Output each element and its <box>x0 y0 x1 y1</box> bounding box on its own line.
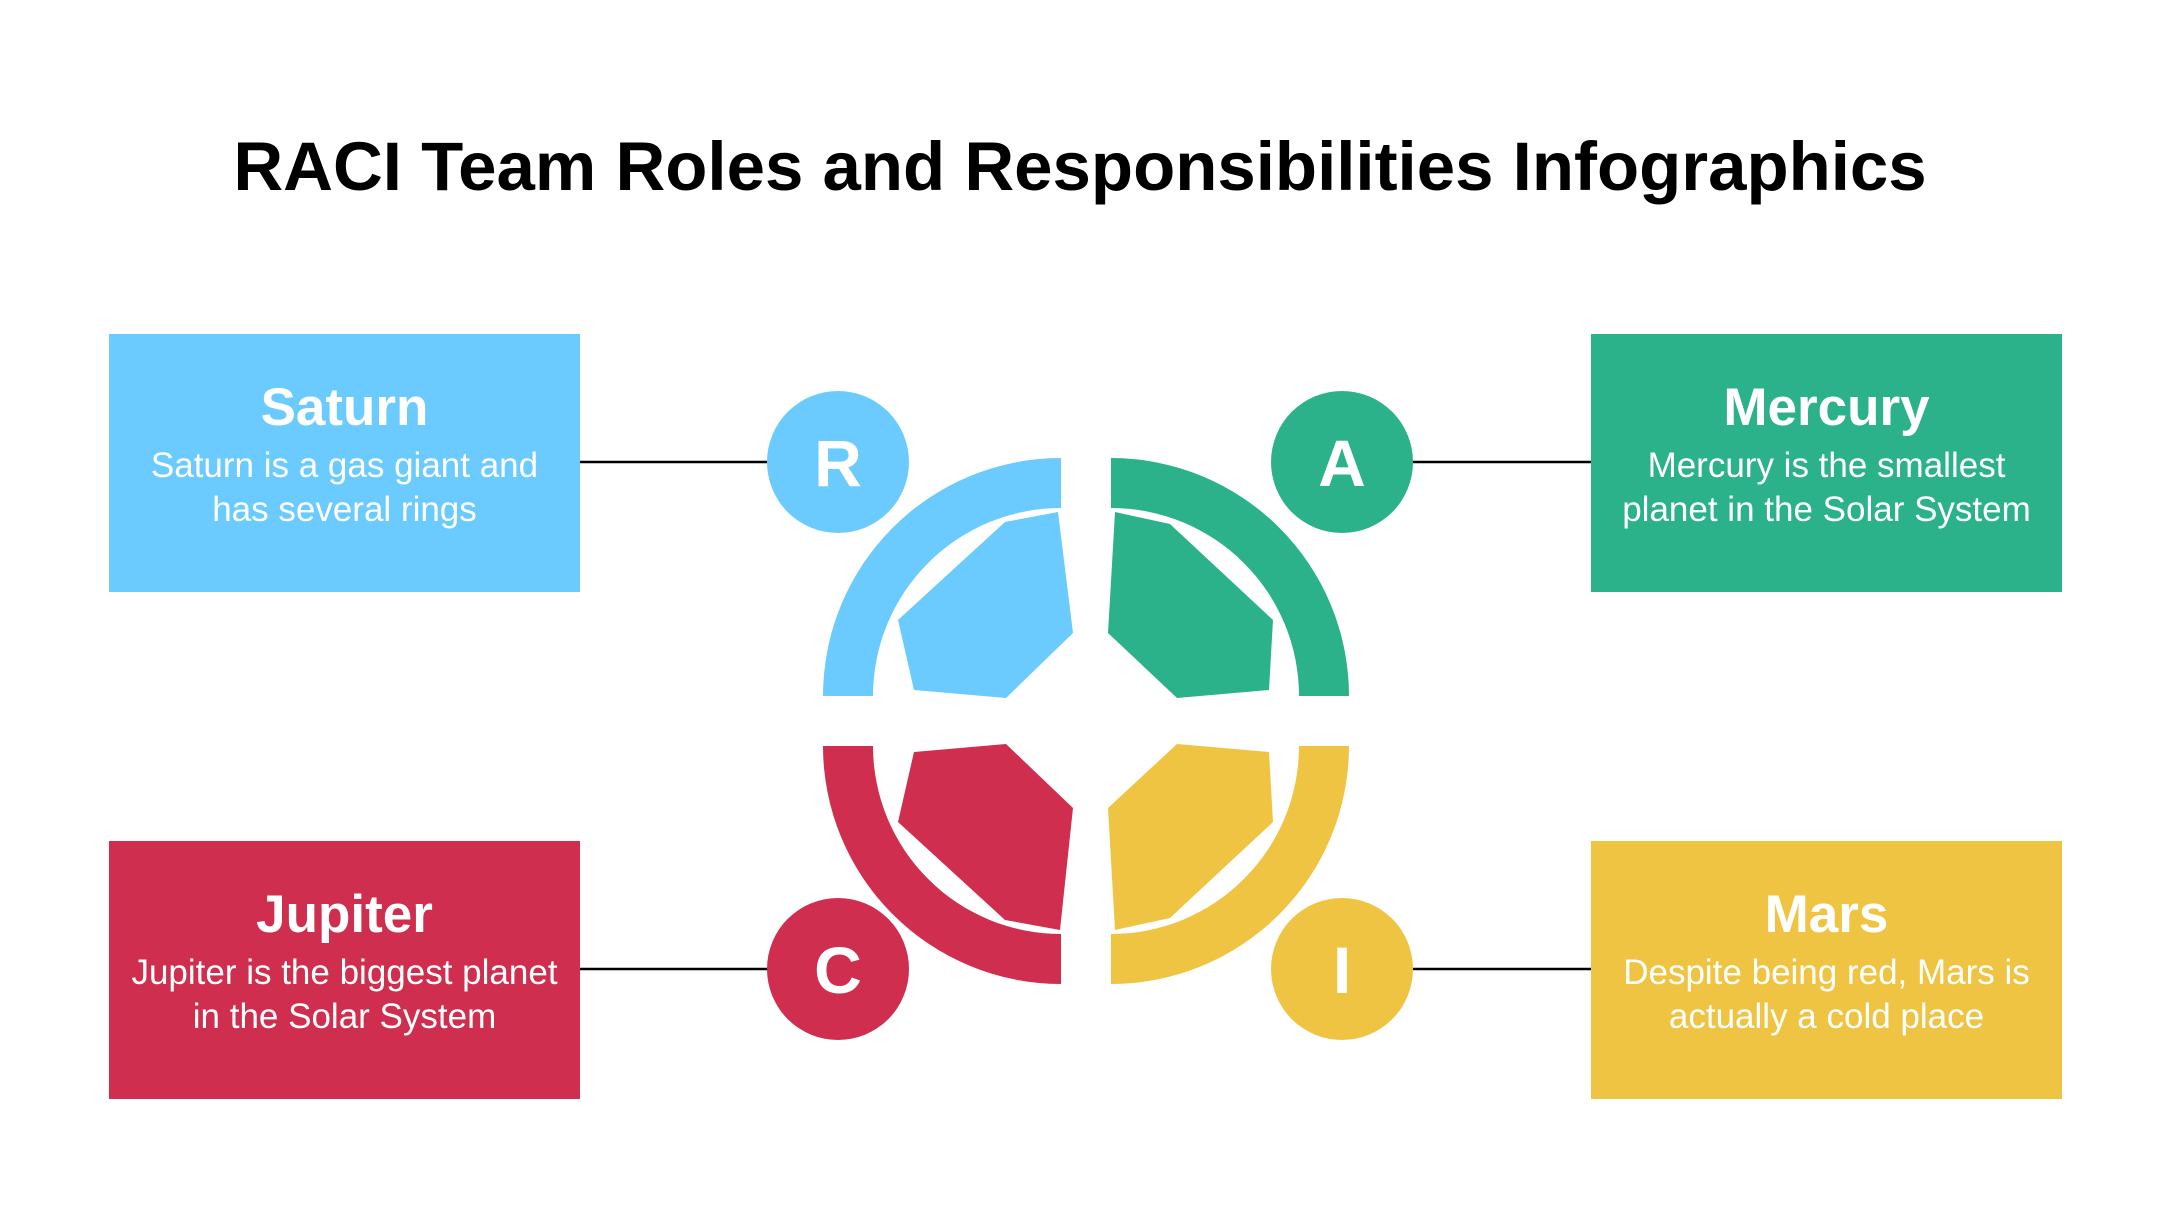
card-desc-saturn: Saturn is a gas giant and has several ri… <box>150 446 539 529</box>
ring-segment-r <box>823 458 1061 696</box>
card-title-mercury: Mercury <box>1723 378 1930 437</box>
letter-i: I <box>1333 933 1351 1007</box>
role-card-mercury: Mercury Mercury is the smallest planet i… <box>1591 334 2062 592</box>
ring-segment-i <box>1111 746 1349 984</box>
inner-shape-r <box>898 512 1073 698</box>
card-title-jupiter: Jupiter <box>256 885 433 944</box>
inner-shape-a <box>1108 512 1273 698</box>
inner-shape-i <box>1108 744 1273 930</box>
card-desc-jupiter: Jupiter is the biggest planet in the Sol… <box>131 953 558 1036</box>
circle-r <box>767 391 909 533</box>
card-title-saturn: Saturn <box>260 378 429 437</box>
letter-a: A <box>1318 426 1366 500</box>
card-title-mars: Mars <box>1764 885 1889 944</box>
inner-shape-c <box>898 744 1073 930</box>
role-card-saturn: Saturn Saturn is a gas giant and has sev… <box>109 334 580 592</box>
circle-i <box>1271 898 1413 1040</box>
circle-c <box>767 898 909 1040</box>
card-desc-mercury: Mercury is the smallest planet in the So… <box>1622 446 2031 529</box>
role-card-jupiter: Jupiter Jupiter is the biggest planet in… <box>109 841 580 1099</box>
ring-segment-a <box>1111 458 1349 696</box>
letter-r: R <box>814 426 862 500</box>
circle-a <box>1271 391 1413 533</box>
letter-c: C <box>814 933 862 1007</box>
card-desc-mars: Despite being red, Mars is actually a co… <box>1623 953 2030 1036</box>
ring-segment-c <box>823 746 1061 984</box>
role-card-mars: Mars Despite being red, Mars is actually… <box>1591 841 2062 1099</box>
page-title: RACI Team Roles and Responsibilities Inf… <box>233 128 1927 205</box>
